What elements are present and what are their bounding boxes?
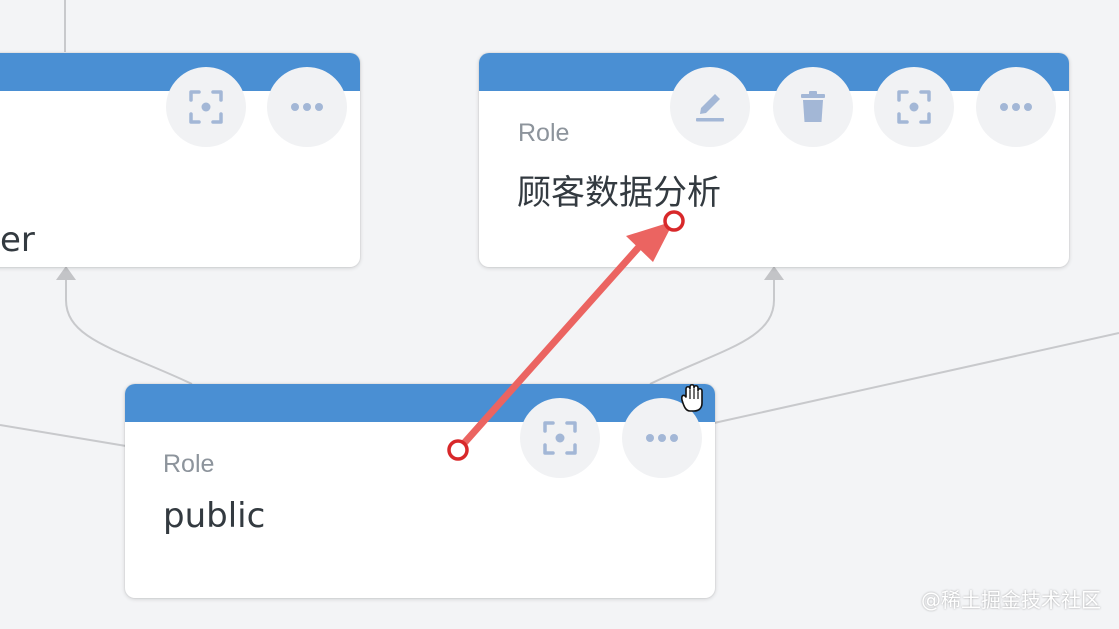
node-name: er [0,220,35,260]
focus-icon [189,90,223,124]
node-header [125,384,715,422]
node-type-label: Role [518,119,570,147]
node-type-label: Role [163,450,215,478]
edge-public-to-left [65,276,193,385]
node-name: public [163,496,266,536]
node-name: 顾客数据分析 [517,173,721,213]
node-header [479,53,1069,91]
more-button[interactable] [267,67,347,147]
more-button[interactable] [976,67,1056,147]
delete-button[interactable] [773,67,853,147]
edit-button[interactable] [670,67,750,147]
edge-public-to-top-right [649,276,775,385]
edge-arrowhead-top-right [764,266,784,280]
edit-icon [696,94,724,122]
focus-button[interactable] [520,398,600,478]
focus-button[interactable] [166,67,246,147]
watermark: @稀土掘金技术社区 [921,588,1101,612]
edge-left-offscreen [0,424,127,447]
more-icon [291,103,323,111]
role-node-left[interactable]: er [0,53,360,267]
focus-button[interactable] [874,67,954,147]
delete-icon [801,91,825,122]
focus-icon [543,421,577,455]
edge-arrowhead-left [56,266,76,280]
role-node-public[interactable]: Role public [125,384,715,598]
more-button[interactable] [622,398,702,478]
more-icon [646,434,678,442]
edge-right-offscreen [713,332,1119,424]
role-node-customer-analysis[interactable]: Role 顾客数据分析 [479,53,1069,267]
more-icon [1000,103,1032,111]
focus-icon [897,90,931,124]
